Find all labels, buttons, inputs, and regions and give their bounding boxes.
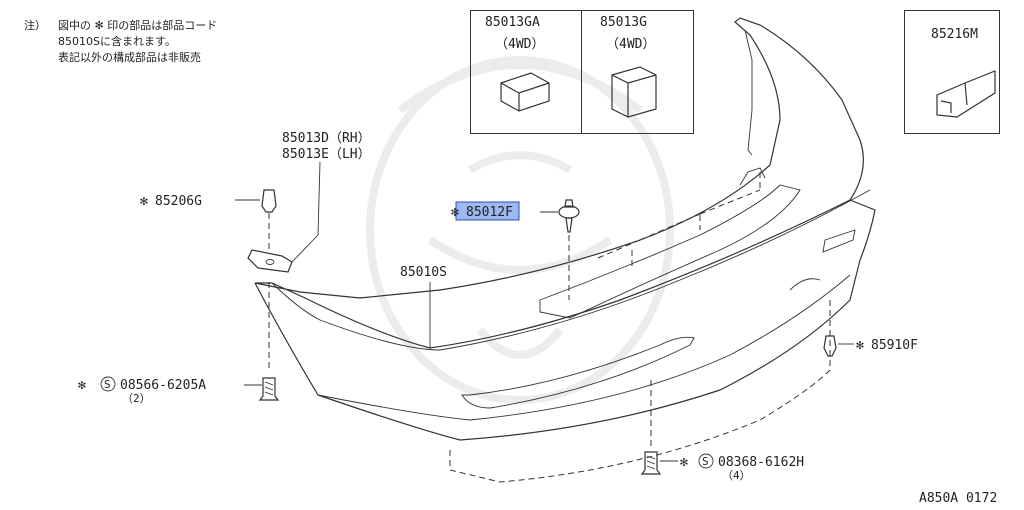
inset-box-bracket[interactable]: 85216M	[904, 10, 1000, 134]
watermark-emblem	[366, 56, 674, 404]
note-marker: 注）	[24, 19, 46, 32]
label-bottom-screw[interactable]: 08368-6162H	[718, 455, 804, 470]
side-bracket-drawing	[235, 161, 321, 372]
asterisk-mark: ✻	[78, 378, 86, 393]
label-bracket-lh[interactable]: 85013E（LH）	[282, 147, 371, 162]
clip-block-icon	[500, 72, 550, 112]
circled-s-letter: S	[104, 378, 111, 391]
label-side-screw-qty: （2）	[122, 392, 151, 405]
asterisk-mark: ✻	[856, 338, 864, 353]
inset-box-4wd-clips: 85013GA （4WD） 85013G （4WD）	[470, 10, 694, 134]
part-code-85216m: 85216M	[931, 27, 978, 42]
label-right-clip[interactable]: 85910F	[871, 338, 918, 353]
note-line-3: 表記以外の構成部品は非販売	[58, 51, 201, 64]
part-code-85013ga: 85013GA	[485, 15, 540, 30]
label-bracket-rh[interactable]: 85013D（RH）	[282, 131, 371, 146]
asterisk-mark: ✻	[451, 205, 459, 220]
retainer-clip-drawing	[540, 172, 761, 300]
highlighted-part-marker	[455, 201, 520, 221]
note-line-2: 85010Sに含まれます。	[58, 35, 176, 48]
bottom-screw-drawing	[640, 380, 678, 475]
footnote: 注） 図中の ✻ 印の部品は部品コード 85010Sに含まれます。 表記以外の構…	[24, 18, 218, 66]
inset-clip-4wd-b[interactable]: 85013G （4WD）	[582, 11, 692, 133]
part-code-85013g: 85013G	[600, 15, 647, 30]
inset-clip-4wd-a[interactable]: 85013GA （4WD）	[471, 11, 581, 133]
asterisk-mark: ✻	[140, 194, 148, 209]
bumper-fascia-drawing	[254, 17, 876, 483]
label-grommet[interactable]: 85206G	[155, 194, 202, 209]
diagram-id: A850A 0172	[919, 491, 997, 506]
right-clip-drawing	[823, 335, 854, 357]
circled-s-symbol	[100, 376, 116, 392]
bracket-icon	[936, 70, 996, 118]
asterisk-mark: ✻	[680, 455, 688, 470]
circled-s-symbol	[698, 453, 714, 469]
inset-divider	[581, 11, 582, 133]
label-retainer-clip[interactable]: 85012F	[466, 205, 513, 220]
label-bottom-screw-qty: （4）	[722, 469, 751, 482]
side-screw-drawing	[244, 377, 280, 401]
label-bumper-fascia[interactable]: 85010S	[400, 265, 447, 280]
note-line-1: 図中の ✻ 印の部品は部品コード	[58, 19, 218, 32]
circled-s-letter: S	[702, 455, 709, 468]
label-side-screw[interactable]: 08566-6205A	[120, 378, 206, 393]
part-qualifier-4wd: （4WD）	[495, 37, 545, 52]
clip-pad-icon	[611, 66, 657, 118]
part-qualifier-4wd: （4WD）	[606, 37, 656, 52]
